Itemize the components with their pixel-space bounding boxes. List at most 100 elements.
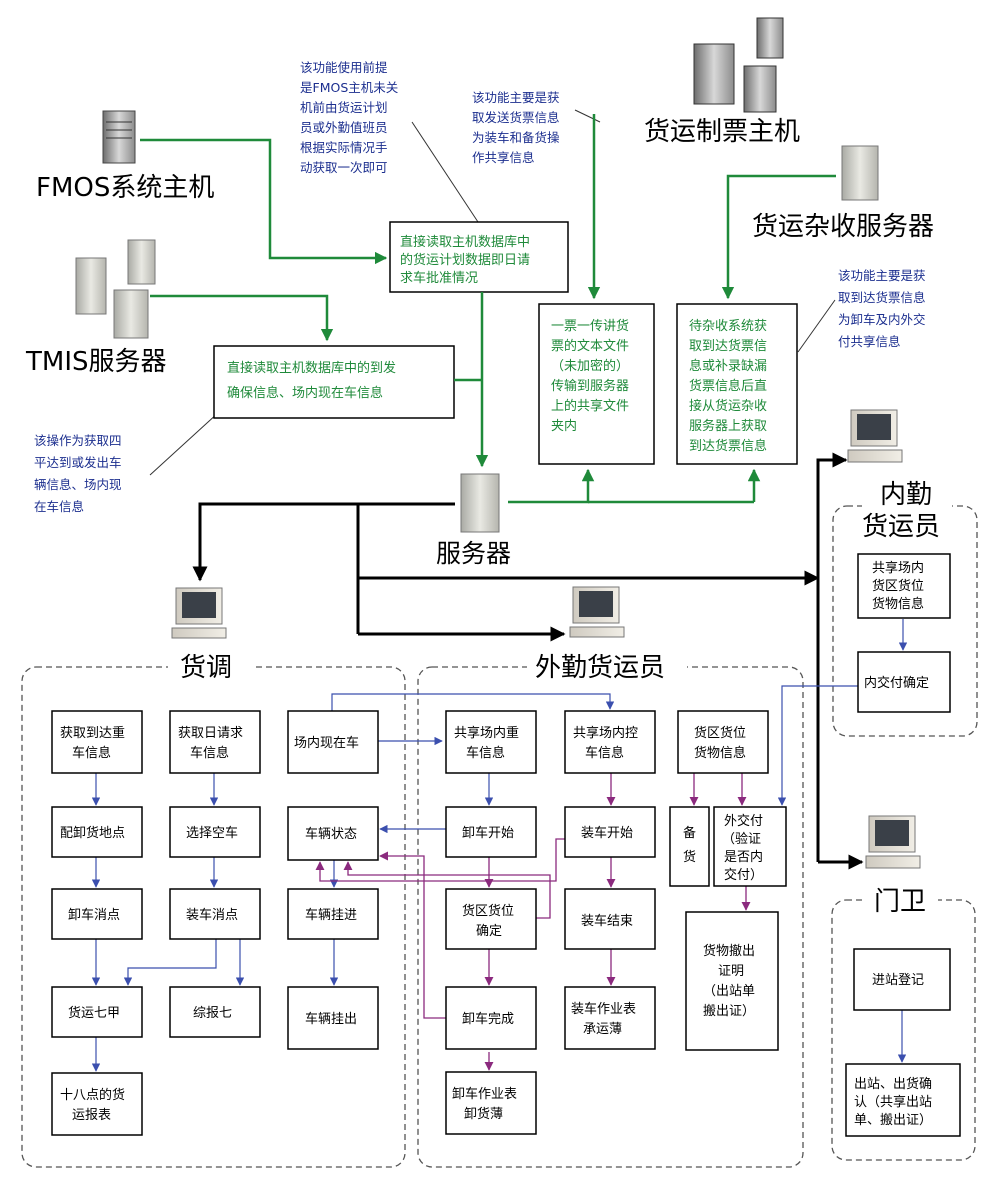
box-slot-confirm xyxy=(445,888,537,950)
svg-text:车信息: 车信息 xyxy=(72,745,111,761)
svg-text:货区货位: 货区货位 xyxy=(462,903,514,919)
section-title-dispatch: 货调 xyxy=(180,653,232,683)
server-icon-fmos xyxy=(102,110,136,164)
svg-text:共享场内控: 共享场内控 xyxy=(573,725,638,741)
svg-text:单、搬出证）: 单、搬出证） xyxy=(854,1113,932,1128)
box-unload-done xyxy=(445,986,537,1050)
box-prepare xyxy=(669,806,710,887)
svg-text:票的文本文件: 票的文本文件 xyxy=(551,338,629,354)
svg-text:付共享信息: 付共享信息 xyxy=(838,334,901,349)
svg-text:进站登记: 进站登记 xyxy=(872,973,924,988)
green-box-misc-read xyxy=(676,303,798,465)
svg-text:员或外勤值班员: 员或外勤值班员 xyxy=(300,120,388,135)
svg-text:获取到达重: 获取到达重 xyxy=(60,725,125,741)
svg-text:息或补录缺漏: 息或补录缺漏 xyxy=(689,358,767,374)
svg-text:备: 备 xyxy=(683,825,696,841)
svg-text:货运七甲: 货运七甲 xyxy=(68,1005,120,1021)
svg-text:搬出证）: 搬出证） xyxy=(703,1004,755,1019)
box-inner-confirm xyxy=(857,651,951,713)
svg-text:辆信息、场内现: 辆信息、场内现 xyxy=(34,477,122,492)
svg-text:确定: 确定 xyxy=(476,924,502,939)
section-title-gate: 门卫 xyxy=(874,887,926,917)
svg-text:外交付: 外交付 xyxy=(724,813,763,829)
host-label-fmos: FMOS系统主机 xyxy=(36,173,214,203)
svg-text:认（共享出站: 认（共享出站 xyxy=(854,1094,932,1110)
svg-text:夹内: 夹内 xyxy=(551,418,577,434)
note-fmos: 该功能使用前提 是FMOS主机未关 机前由货运计划 员或外勤值班员 根据实际情况… xyxy=(300,60,398,175)
box-freight-7a xyxy=(51,986,143,1038)
svg-text:确保信息、场内现在车信息: 确保信息、场内现在车信息 xyxy=(227,385,383,401)
svg-text:该功能使用前提: 该功能使用前提 xyxy=(300,60,388,75)
box-cargo-slot xyxy=(677,710,769,774)
svg-text:根据实际情况手: 根据实际情况手 xyxy=(300,140,388,155)
host-label-misc: 货运杂收服务器 xyxy=(752,212,934,242)
svg-text:货区货位: 货区货位 xyxy=(872,578,924,594)
note-tmis: 该操作为获取四 平达到或发出车 辆信息、场内现 在车信息 xyxy=(34,433,122,514)
server-icon-misc xyxy=(841,145,879,201)
box-unload-checkin xyxy=(51,888,143,940)
svg-text:卸车作业表: 卸车作业表 xyxy=(452,1086,517,1102)
box-on-site xyxy=(287,710,379,774)
svg-text:卸车开始: 卸车开始 xyxy=(462,825,514,841)
svg-text:车辆挂进: 车辆挂进 xyxy=(305,907,357,923)
svg-text:车信息: 车信息 xyxy=(466,745,505,761)
box-get-arrival xyxy=(51,710,143,774)
box-load-checkin xyxy=(169,888,261,940)
svg-text:直接读取主机数据库中的到发: 直接读取主机数据库中的到发 xyxy=(227,360,396,376)
box-vehicle-status xyxy=(287,806,379,861)
host-label-tmis: TMIS服务器 xyxy=(25,347,167,377)
section-title-inner-line2: 货运员 xyxy=(862,512,940,542)
svg-text:货票信息后直: 货票信息后直 xyxy=(689,378,767,394)
box-entry xyxy=(853,948,951,1011)
box-outer-handover xyxy=(713,806,787,887)
box-load-sheet xyxy=(564,986,656,1050)
svg-text:直接读取主机数据库中: 直接读取主机数据库中 xyxy=(400,234,530,250)
box-assign-unload xyxy=(51,806,143,858)
svg-text:共享场内: 共享场内 xyxy=(872,560,924,576)
purple-flows xyxy=(315,773,751,1071)
svg-text:取到达货票信: 取到达货票信 xyxy=(689,338,767,354)
note-misc: 该功能主要是获 取到达货票信息 为卸车及内外交 付共享信息 xyxy=(838,268,926,349)
svg-text:车信息: 车信息 xyxy=(190,745,229,761)
section-inner xyxy=(832,505,978,737)
svg-text:十八点的货: 十八点的货 xyxy=(60,1087,125,1103)
svg-text:取到达货票信息: 取到达货票信息 xyxy=(838,290,926,305)
svg-text:待杂收系统获: 待杂收系统获 xyxy=(689,319,767,334)
svg-text:到达货票信息: 到达货票信息 xyxy=(689,438,767,454)
section-gate xyxy=(831,899,976,1161)
svg-text:证明: 证明 xyxy=(718,964,744,979)
svg-text:平达到或发出车: 平达到或发出车 xyxy=(34,455,122,470)
svg-text:一票一传讲货: 一票一传讲货 xyxy=(551,318,629,334)
svg-text:动获取一次即可: 动获取一次即可 xyxy=(300,160,388,175)
green-box-plan xyxy=(389,221,569,293)
svg-text:卸车完成: 卸车完成 xyxy=(462,1011,514,1027)
computer-icon-field xyxy=(569,586,625,638)
svg-text:求车批准情况: 求车批准情况 xyxy=(400,270,478,286)
section-dispatch xyxy=(21,666,406,1168)
svg-text:上的共享文件: 上的共享文件 xyxy=(551,398,629,414)
svg-text:服务器上获取: 服务器上获取 xyxy=(689,418,767,434)
svg-text:（出站单: （出站单 xyxy=(703,984,755,999)
svg-text:是否内: 是否内 xyxy=(724,849,763,865)
box-share-slot xyxy=(857,553,951,619)
svg-text:该功能主要是获: 该功能主要是获 xyxy=(838,268,926,283)
svg-text:（验证: （验证 xyxy=(722,831,761,847)
svg-text:车辆挂出: 车辆挂出 xyxy=(305,1011,357,1027)
svg-text:卸货薄: 卸货薄 xyxy=(464,1106,503,1122)
host-label-server: 服务器 xyxy=(436,539,511,568)
computer-icon-gate xyxy=(865,815,921,869)
box-report-18 xyxy=(51,1072,143,1136)
green-box-text-file xyxy=(538,303,655,465)
host-label-ticket: 货运制票主机 xyxy=(644,117,800,147)
note-ticket: 该功能主要是获 取发送货票信息 为装车和备货操 作共享信息 xyxy=(472,90,560,165)
svg-text:装车结束: 装车结束 xyxy=(581,913,633,929)
green-box-tmis-read xyxy=(213,345,455,419)
svg-text:（未加密的）: （未加密的） xyxy=(551,358,629,374)
svg-text:场内现在车: 场内现在车 xyxy=(294,735,359,751)
box-load-end xyxy=(564,888,656,950)
box-unload-start xyxy=(445,806,537,858)
svg-text:承运薄: 承运薄 xyxy=(583,1022,622,1037)
server-icon-tmis xyxy=(75,239,156,339)
box-share-heavy xyxy=(445,710,537,774)
svg-text:选择空车: 选择空车 xyxy=(186,825,238,841)
